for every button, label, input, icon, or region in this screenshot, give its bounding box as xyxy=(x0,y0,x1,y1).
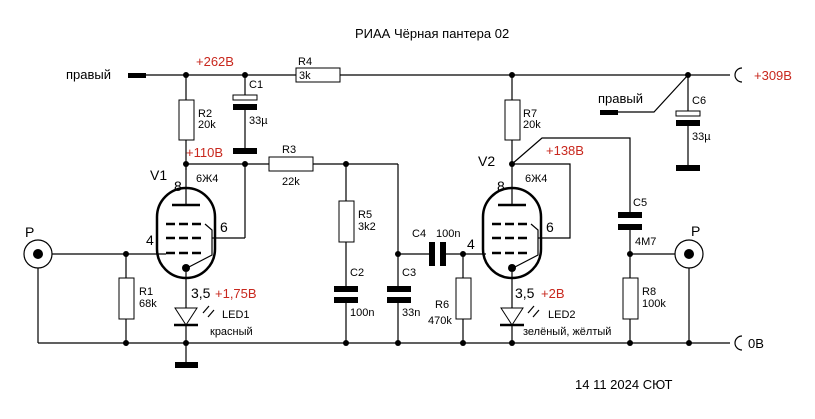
r2-value: 20k xyxy=(198,119,216,131)
supply-input-right xyxy=(600,74,689,115)
c2-value: 100n xyxy=(350,307,374,319)
ground-label: 0В xyxy=(748,336,764,351)
capacitor-c6 xyxy=(675,75,701,171)
v2-pin-anode: 8 xyxy=(497,178,505,194)
v1-pin-screen: 6 xyxy=(220,219,228,235)
ground-terminal xyxy=(175,362,198,368)
top-rail xyxy=(128,67,743,83)
v1-pin-grid: 4 xyxy=(146,232,154,248)
voltage-rail: +309В xyxy=(754,68,792,83)
r7-ref: R7 xyxy=(523,108,537,120)
input-connector xyxy=(23,239,166,343)
resistor-r5 xyxy=(338,164,355,286)
led2-ref: LED2 xyxy=(548,309,576,321)
c4-ref: C4 xyxy=(412,228,426,240)
v2-pin-grid: 4 xyxy=(467,236,475,252)
v1-ref: V1 xyxy=(150,167,167,183)
c1-ref: C1 xyxy=(249,79,263,91)
c3-ref: C3 xyxy=(402,267,416,279)
r5-value: 3k2 xyxy=(358,221,376,233)
r5-ref: R5 xyxy=(358,209,372,221)
voltage-v2-anode: +138В xyxy=(546,143,584,158)
schematic-title: РИАА Чёрная пантера 02 xyxy=(355,26,509,41)
r7-value: 20k xyxy=(523,119,541,131)
c5-value: 4M7 xyxy=(635,236,656,248)
supply-input-label-right: правый xyxy=(598,91,643,106)
v2-pin-screen: 6 xyxy=(546,219,554,235)
resistor-r8 xyxy=(622,277,639,343)
supply-input-terminal-right xyxy=(600,110,618,115)
led1-ref: LED1 xyxy=(222,309,250,321)
footer-date: 14 11 2024 СЮТ xyxy=(575,377,673,392)
v2-ref: V2 xyxy=(478,153,495,169)
r8-ref: R8 xyxy=(642,286,656,298)
c6-ref: C6 xyxy=(692,95,706,107)
c6-value: 33µ xyxy=(692,131,711,143)
r1-value: 68k xyxy=(139,298,157,310)
resistor-r4 xyxy=(295,67,341,83)
c3-value: 33n xyxy=(402,307,420,319)
input-connector-label: P xyxy=(25,224,34,240)
v2-pin-cathode: 3,5 xyxy=(515,285,535,301)
c5-ref: C5 xyxy=(633,197,647,209)
v1-type: 6Ж4 xyxy=(196,173,218,185)
resistor-r6 xyxy=(455,254,472,343)
supply-rail-connector xyxy=(734,67,743,83)
ground-rail xyxy=(38,335,743,351)
led1-color: красный xyxy=(210,326,253,338)
r6-value: 470k xyxy=(428,315,452,327)
v2-type: 6Ж4 xyxy=(525,173,547,185)
output-connector xyxy=(630,239,704,343)
supply-input-terminal-left xyxy=(128,73,146,78)
output-connector-label: P xyxy=(691,223,700,239)
r4-value: 3k xyxy=(299,70,311,82)
capacitor-c1 xyxy=(232,75,258,154)
c2-ref: C2 xyxy=(350,267,364,279)
capacitor-c3 xyxy=(387,164,411,343)
supply-input-label-left: правый xyxy=(66,67,111,82)
led2 xyxy=(500,272,540,343)
r3-ref: R3 xyxy=(282,144,296,156)
v1-pin-anode: 8 xyxy=(174,178,182,194)
resistor-r1 xyxy=(118,254,135,343)
resistor-r7 xyxy=(504,75,521,205)
voltage-v1-anode: +110В xyxy=(186,145,223,160)
led2-color: зелёный, жёлтый xyxy=(523,326,611,338)
r4-ref: R4 xyxy=(298,56,312,68)
voltage-v1-supply: +262В xyxy=(196,54,234,69)
c4-value: 100n xyxy=(436,228,460,240)
v1-pin-cathode: 3,5 xyxy=(191,285,211,301)
ground-connector xyxy=(734,335,743,351)
resistor-r3 xyxy=(268,156,314,172)
voltage-v2-cathode: +2В xyxy=(541,286,565,301)
c1-value: 33µ xyxy=(249,115,268,127)
r8-value: 100k xyxy=(642,298,666,310)
led1 xyxy=(174,272,215,368)
r3-value: 22k xyxy=(282,176,300,188)
r6-ref: R6 xyxy=(435,299,449,311)
capacitor-c2 xyxy=(334,286,358,343)
r1-ref: R1 xyxy=(139,286,153,298)
r2-ref: R2 xyxy=(198,108,212,120)
voltage-v1-cathode: +1,75В xyxy=(215,286,257,301)
